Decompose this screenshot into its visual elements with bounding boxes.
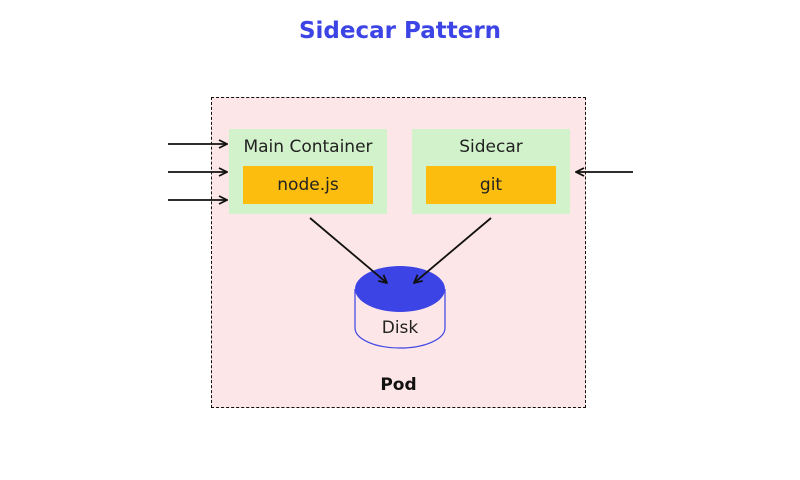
main-container-label: Main Container <box>243 137 373 157</box>
pod-label: Pod <box>380 375 417 395</box>
sidecar-label: Sidecar <box>459 137 523 157</box>
disk-label: Disk <box>381 318 419 338</box>
nodejs-box: node.js <box>243 166 373 204</box>
main-container-box: Main Container node.js <box>229 129 387 214</box>
main-to-disk-arrow <box>309 217 387 283</box>
sidecar-to-disk-arrow <box>414 217 492 283</box>
git-box: git <box>426 166 556 204</box>
diagram-title: Sidecar Pattern <box>298 18 502 44</box>
sidecar-container-box: Sidecar git <box>412 129 570 214</box>
